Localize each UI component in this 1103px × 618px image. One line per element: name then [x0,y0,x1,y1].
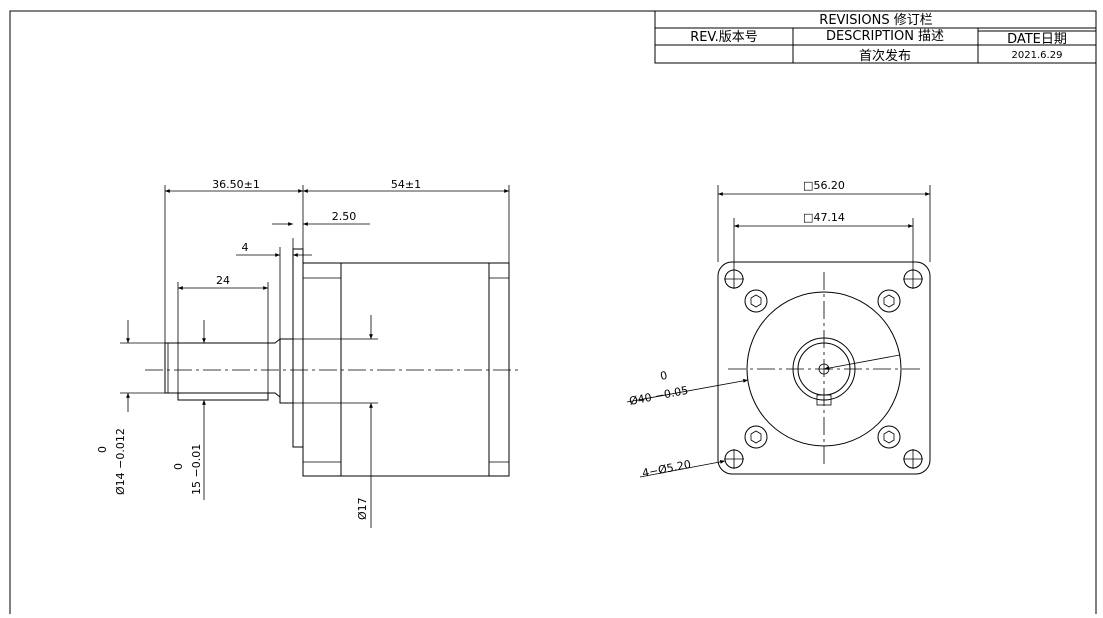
mount-hole [903,269,923,289]
col-description-header: DESCRIPTION 描述 [826,29,944,44]
dim-shaft-dia: Ø14 −0.012 [114,428,127,495]
mount-hole [903,449,923,469]
dim-overall-front: 36.50±1 [212,178,260,191]
mount-hole [724,269,744,289]
dim-boss-dia: Ø17 [356,497,369,520]
dim-flange-thickness: 2.50 [332,210,357,223]
revisions-table: REVISIONS 修订栏 REV.版本号 DESCRIPTION 描述 DAT… [654,10,1097,64]
screw [744,289,768,313]
col-date-header: DATE日期 [1007,32,1067,47]
screw [877,425,901,449]
col-rev-header: REV.版本号 [690,30,758,45]
dim-boss: 4 [242,241,249,254]
dim-hole-spacing: □47.14 [803,211,845,224]
dim-outer-square: □56.20 [803,179,845,192]
dim-shaft-dia-upper: 0 [96,446,109,453]
mount-hole [724,449,744,469]
revisions-title: REVISIONS 修订栏 [819,13,932,28]
side-view: 36.50±1 54±1 2.50 4 24 Ø14 −0.012 0 15 −… [96,178,522,528]
dim-pilot-dia: Ø40 −0.05 [628,384,689,408]
row1-date: 2021.6.29 [1012,50,1063,61]
sheet-border [9,10,1097,618]
dim-body-length: 54±1 [391,178,421,191]
screw [877,289,901,313]
front-view: □56.20 □47.14 Ø40 −0.05 0 4−Ø5.20 [626,179,931,480]
dim-mount-holes: 4−Ø5.20 [641,458,692,480]
dim-flat-height-upper: 0 [172,463,185,470]
screw [744,425,768,449]
row1-description: 首次发布 [859,48,911,64]
dim-flat-length: 24 [216,274,230,287]
dim-pilot-dia-upper: 0 [659,369,668,383]
dim-flat-height: 15 −0.01 [190,444,203,495]
